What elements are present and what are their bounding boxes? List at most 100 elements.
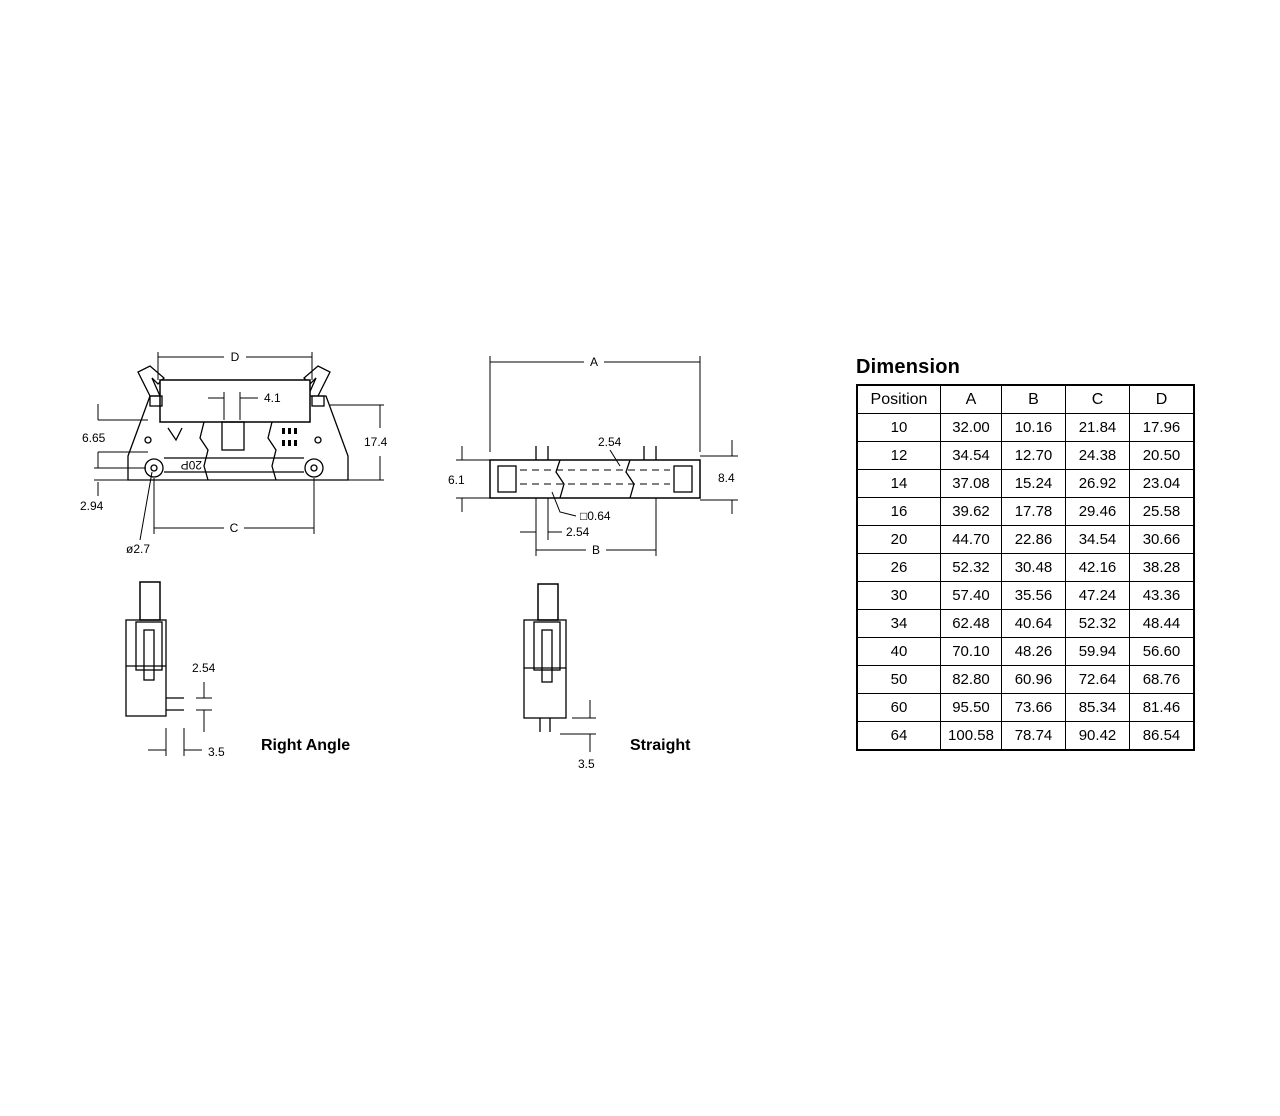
mount-hole-left <box>144 458 164 478</box>
cell-position: 50 <box>856 665 941 694</box>
break-line-left <box>199 421 209 481</box>
cell-position: 34 <box>856 609 941 638</box>
cable-cover-side <box>139 581 161 621</box>
cell-a: 44.70 <box>940 525 1002 554</box>
h174-label: 17.4 <box>364 435 388 449</box>
cell-b: 48.26 <box>1001 637 1066 666</box>
latch-right <box>303 365 331 397</box>
cell-b: 78.74 <box>1001 721 1066 751</box>
straight-tail-label: 3.5 <box>578 757 595 771</box>
top-pitch-label: 2.54 <box>598 435 622 449</box>
h61-label: 6.1 <box>448 473 465 487</box>
pin-size-label: □0.64 <box>580 509 611 523</box>
cell-a: 34.54 <box>940 441 1002 470</box>
cell-a: 95.50 <box>940 693 1002 722</box>
cell-b: 17.78 <box>1001 497 1066 526</box>
cell-c: 29.46 <box>1065 497 1130 526</box>
h665-label: 6.65 <box>82 431 106 445</box>
cell-c: 26.92 <box>1065 469 1130 498</box>
pin-leader <box>551 491 577 517</box>
cell-d: 43.36 <box>1129 581 1195 610</box>
latch-top-right <box>673 465 693 493</box>
latch-post-right <box>311 395 325 407</box>
latch-side <box>135 621 163 671</box>
cell-position: 20 <box>856 525 941 554</box>
housing-top <box>489 459 701 499</box>
cell-d: 30.66 <box>1129 525 1195 554</box>
cell-a: 82.80 <box>940 665 1002 694</box>
h294-label: 2.94 <box>80 499 104 513</box>
cable-cover <box>159 379 311 423</box>
position-marking: 20P <box>181 458 202 472</box>
cell-b: 22.86 <box>1001 525 1066 554</box>
housing-side <box>125 619 167 717</box>
latch-post-left <box>149 395 163 407</box>
side-tail-label: 3.5 <box>208 745 225 759</box>
cell-c: 59.94 <box>1065 637 1130 666</box>
housing-side-straight <box>523 619 567 719</box>
cell-a: 52.32 <box>940 553 1002 582</box>
hole-leader <box>139 471 153 541</box>
cell-c: 52.32 <box>1065 609 1130 638</box>
cell-a: 39.62 <box>940 497 1002 526</box>
cell-b: 60.96 <box>1001 665 1066 694</box>
cell-position: 64 <box>856 721 941 751</box>
right-angle-side-view: 2.54 3.5 <box>125 581 225 759</box>
cell-d: 20.50 <box>1129 441 1195 470</box>
break-top-right <box>625 459 635 499</box>
h84-label: 8.4 <box>718 471 735 485</box>
cell-position: 26 <box>856 553 941 582</box>
cell-a: 62.48 <box>940 609 1002 638</box>
header-d: D <box>1129 384 1195 414</box>
d-label: D <box>231 350 240 364</box>
cell-c: 24.38 <box>1065 441 1130 470</box>
straight-side-view: 3.5 <box>523 583 596 771</box>
cell-d: 81.46 <box>1129 693 1195 722</box>
latch-top-left <box>497 465 517 493</box>
right-angle-front-view: D 4.1 20P <box>80 350 388 556</box>
mount-hole-right <box>304 458 324 478</box>
straight-top-view: A 2.54 6.1 8.4 □0.64 2.54 <box>448 355 738 557</box>
cable-cover-side-straight <box>537 583 559 621</box>
cell-d: 48.44 <box>1129 609 1195 638</box>
cell-c: 72.64 <box>1065 665 1130 694</box>
straight-caption: Straight <box>630 737 691 754</box>
cell-c: 42.16 <box>1065 553 1130 582</box>
header-a: A <box>940 384 1002 414</box>
dimension-title: Dimension <box>856 356 961 378</box>
cell-b: 35.56 <box>1001 581 1066 610</box>
cell-d: 23.04 <box>1129 469 1195 498</box>
break-line-right <box>267 421 277 481</box>
cell-d: 38.28 <box>1129 553 1195 582</box>
cell-b: 73.66 <box>1001 693 1066 722</box>
cell-d: 68.76 <box>1129 665 1195 694</box>
bottom-pitch-label: 2.54 <box>566 525 590 539</box>
header-c: C <box>1065 384 1130 414</box>
header-b: B <box>1001 384 1066 414</box>
cell-position: 16 <box>856 497 941 526</box>
header-position: Position <box>856 384 941 414</box>
cell-position: 14 <box>856 469 941 498</box>
polarization-key <box>221 421 245 451</box>
hole-label: ø2.7 <box>126 542 150 556</box>
contact-slots <box>282 428 297 446</box>
cell-c: 21.84 <box>1065 413 1130 442</box>
c-label: C <box>230 521 239 535</box>
cell-a: 57.40 <box>940 581 1002 610</box>
cell-position: 40 <box>856 637 941 666</box>
cell-position: 10 <box>856 413 941 442</box>
cell-b: 40.64 <box>1001 609 1066 638</box>
cell-position: 30 <box>856 581 941 610</box>
cell-a: 37.08 <box>940 469 1002 498</box>
